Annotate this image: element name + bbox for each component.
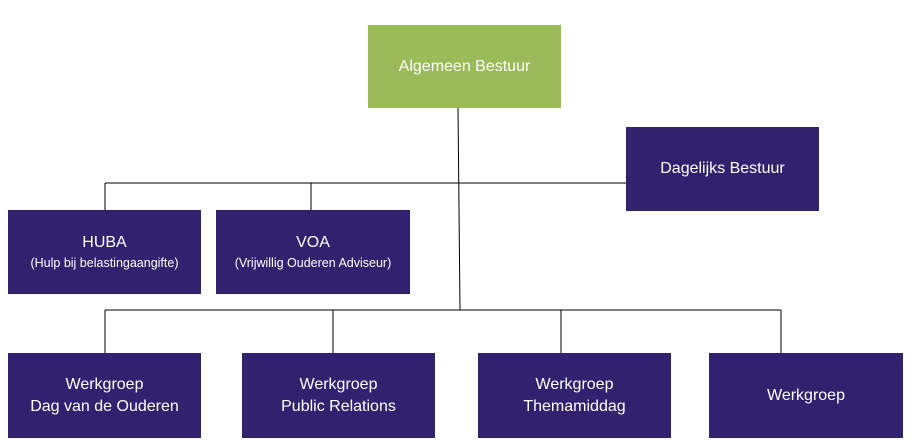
huba-box: HUBA (Hulp bij belastingaangifte) xyxy=(8,210,201,294)
werkgroep-thema-line2: Themamiddag xyxy=(523,397,626,415)
voa-subtitle: (Vrijwillig Ouderen Adviseur) xyxy=(234,256,392,270)
huba-subtitle: (Hulp bij belastingaangifte) xyxy=(30,256,179,270)
algemeen-bestuur-title: Algemeen Bestuur xyxy=(398,57,531,75)
voa-box: VOA (Vrijwillig Ouderen Adviseur) xyxy=(216,210,410,294)
werkgroep-dag-van-de-ouderen-box: Werkgroep Dag van de Ouderen xyxy=(8,353,201,438)
werkgroep-dag-line2: Dag van de Ouderen xyxy=(30,397,179,415)
werkgroep-pr-line1: Werkgroep xyxy=(299,375,378,393)
trunk-line xyxy=(457,107,461,311)
dagelijks-bestuur-box: Dagelijks Bestuur xyxy=(626,127,819,211)
werkgroep-themamiddag-box: Werkgroep Themamiddag xyxy=(478,353,671,438)
werkgroep-thema-line1: Werkgroep xyxy=(535,375,614,393)
werkgroep-line1: Werkgroep xyxy=(767,386,845,404)
werkgroep-box: Werkgroep xyxy=(709,353,903,438)
werkgroep-public-relations-box: Werkgroep Public Relations xyxy=(242,353,435,438)
werkgroep-dag-line1: Werkgroep xyxy=(65,375,144,393)
voa-title: VOA xyxy=(296,234,330,251)
dagelijks-bestuur-title: Dagelijks Bestuur xyxy=(660,160,785,177)
algemeen-bestuur-box: Algemeen Bestuur xyxy=(368,25,561,108)
huba-title: HUBA xyxy=(82,234,127,251)
werkgroep-pr-line2: Public Relations xyxy=(281,397,396,415)
